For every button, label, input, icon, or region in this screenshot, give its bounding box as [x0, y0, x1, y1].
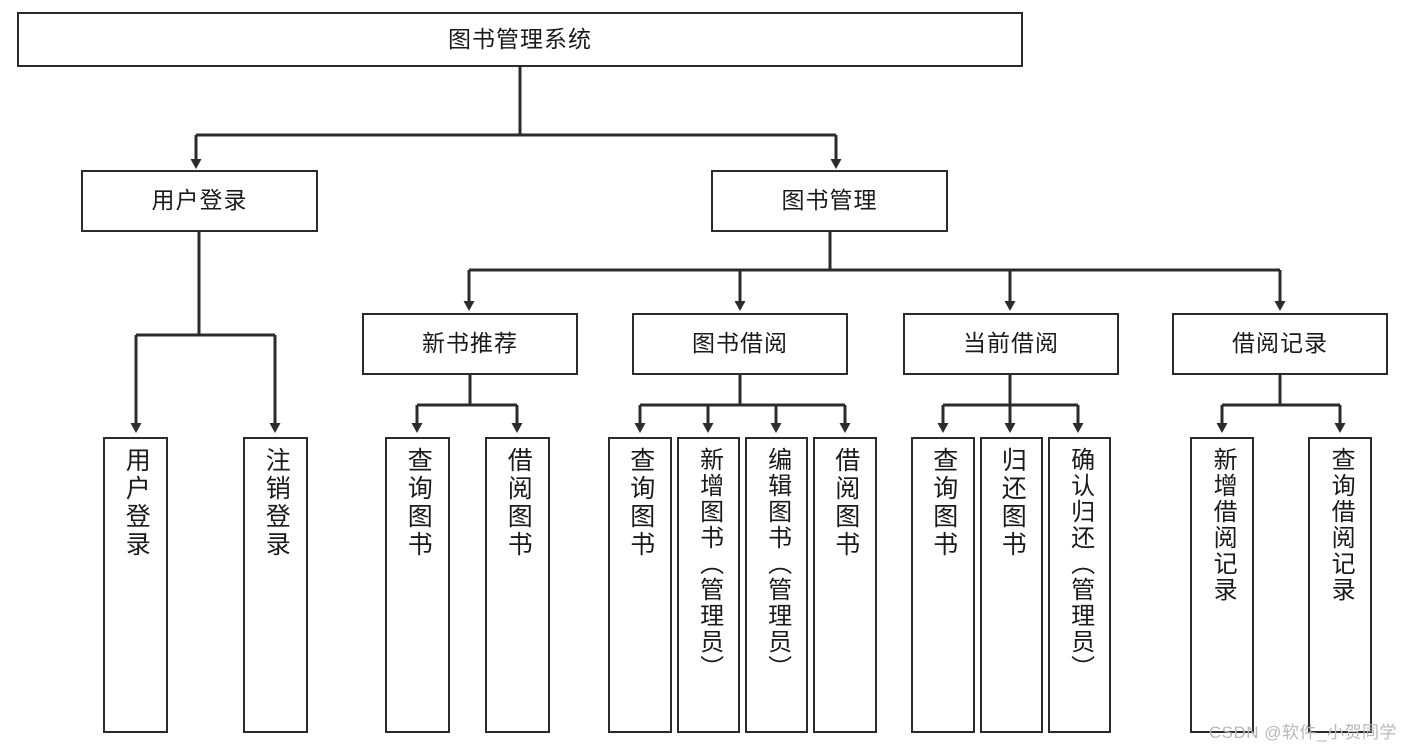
leaf-borrow-record-add[interactable]: 新增借阅记录	[1190, 437, 1254, 733]
node-label: 查询图书	[404, 447, 433, 559]
leaf-current-borrow-query[interactable]: 查询图书	[911, 437, 975, 733]
node-label: 借阅图书	[831, 447, 860, 559]
leaf-book-borrow-edit[interactable]: 编辑图书（管理员）	[745, 437, 808, 733]
node-book-management[interactable]: 图书管理	[711, 170, 948, 232]
node-label: 当前借阅	[963, 330, 1059, 357]
node-user-login[interactable]: 用户登录	[81, 170, 318, 232]
node-label: 注销登录	[262, 447, 291, 559]
leaf-new-book-borrow[interactable]: 借阅图书	[485, 437, 550, 733]
node-borrow-record[interactable]: 借阅记录	[1172, 313, 1388, 375]
node-label: 新书推荐	[422, 330, 518, 357]
leaf-current-borrow-confirm-return[interactable]: 确认归还（管理员）	[1048, 437, 1111, 733]
node-label: 新增借阅记录	[1209, 447, 1237, 603]
node-label: 查询借阅记录	[1327, 447, 1355, 603]
leaf-user-login-logout[interactable]: 注销登录	[243, 437, 308, 733]
node-label: 查询图书	[929, 447, 958, 559]
node-current-borrow[interactable]: 当前借阅	[903, 313, 1119, 375]
leaf-book-borrow-query[interactable]: 查询图书	[608, 437, 672, 733]
node-label: 图书管理系统	[448, 25, 592, 52]
leaf-book-borrow-borrow[interactable]: 借阅图书	[813, 437, 877, 733]
watermark-text: CSDN @软件_小贺同学	[1208, 723, 1397, 742]
node-label: 借阅记录	[1232, 330, 1328, 357]
leaf-current-borrow-return[interactable]: 归还图书	[980, 437, 1043, 733]
leaf-borrow-record-query[interactable]: 查询借阅记录	[1308, 437, 1372, 733]
leaf-user-login-login[interactable]: 用户登录	[103, 437, 168, 733]
node-label: 图书管理	[781, 187, 878, 214]
leaf-new-book-query[interactable]: 查询图书	[385, 437, 450, 733]
node-label: 查询图书	[626, 447, 655, 559]
node-label: 新增图书（管理员）	[695, 447, 723, 681]
node-label: 确认归还（管理员）	[1066, 447, 1094, 681]
node-new-book-recommend[interactable]: 新书推荐	[362, 313, 578, 375]
node-label: 用户登录	[151, 187, 248, 214]
leaf-book-borrow-add[interactable]: 新增图书（管理员）	[677, 437, 740, 733]
node-label: 编辑图书（管理员）	[763, 447, 791, 681]
node-label: 归还图书	[998, 447, 1027, 559]
node-label: 图书借阅	[692, 330, 788, 357]
node-label: 用户登录	[122, 447, 151, 559]
node-label: 借阅图书	[504, 447, 533, 559]
node-root-system[interactable]: 图书管理系统	[17, 12, 1023, 67]
node-book-borrow[interactable]: 图书借阅	[632, 313, 848, 375]
